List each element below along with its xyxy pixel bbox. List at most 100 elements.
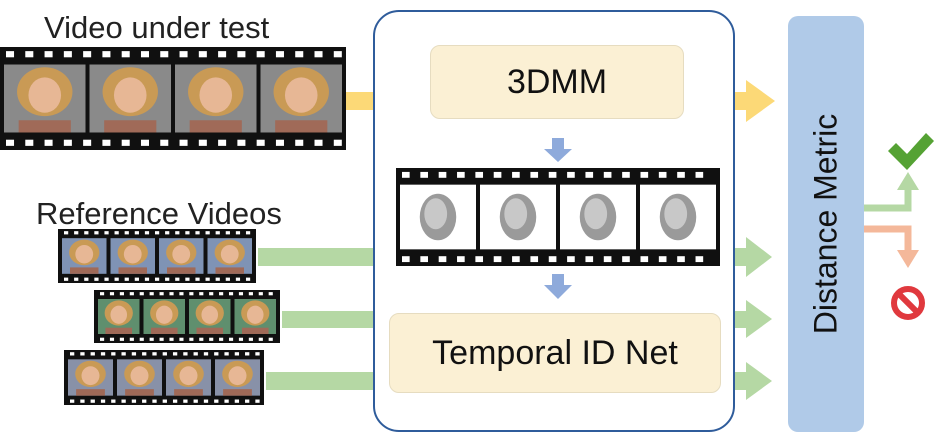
sprocket-hole [245,399,250,403]
sprocket-hole [159,337,164,341]
face [201,305,219,324]
sprocket-hole [333,51,342,58]
sprocket-hole [80,352,85,356]
face [228,366,247,386]
sprocket-hole [119,292,124,296]
sprocket-hole [248,337,253,341]
shoulders [215,267,244,274]
sprocket-hole [234,352,240,356]
module-temporal-id-net: Temporal ID Net [389,313,721,393]
face [75,244,94,264]
sprocket-hole [245,231,251,235]
sprocket-hole [102,51,111,58]
sprocket-hole [6,51,15,58]
sprocket-hole [80,399,85,403]
sprocket-hole [100,352,106,356]
sprocket-hole [199,337,204,341]
sprocket-hole [121,139,130,146]
sprocket-hole [160,139,169,146]
sprocket-hole [214,352,219,356]
sprocket-hole [121,352,126,356]
sprocket-hole [195,231,200,235]
sprocket-hole [275,139,284,146]
sprocket-hole [205,231,210,235]
sprocket-hole [149,337,154,341]
sprocket-hole [215,231,220,235]
sprocket-hole [159,292,164,296]
module-3dmm: 3DMM [430,45,684,119]
sprocket-hole [258,337,263,341]
sprocket-hole [295,51,304,58]
sprocket-hole [84,277,89,281]
sprocket-hole [333,139,342,146]
sprocket-hole [185,277,190,281]
sprocket-hole [84,231,89,235]
face [179,366,198,386]
sprocket-hole [165,277,170,281]
sprocket-hole [295,139,304,146]
sprocket-hole [140,139,150,146]
sprocket-hole [25,139,34,146]
sprocket-hole [193,399,198,403]
sprocket-hole [237,139,246,146]
shoulders [241,327,269,334]
sprocket-hole [179,337,184,341]
shoulders [105,327,133,334]
sprocket-hole [121,51,130,58]
sprocket-hole [314,51,323,58]
reference-filmstrip-1 [58,229,256,283]
sprocket-hole [228,337,234,341]
sprocket-hole [104,277,109,281]
reference-filmstrip-3 [64,350,264,405]
sprocket-hole [100,399,106,403]
accept-arrow-head [897,172,919,190]
sprocket-hole [219,337,224,341]
shoulders [18,120,71,133]
face [246,305,264,324]
reject-arrow-head [897,250,919,268]
shoulders [118,267,147,274]
sprocket-hole [109,337,115,341]
sprocket-hole [224,399,229,403]
sprocket-hole [245,352,250,356]
sprocket-hole [179,51,188,58]
sprocket-hole [25,51,34,58]
sprocket-hole [44,139,53,146]
sprocket-hole [152,399,157,403]
face [172,244,191,264]
sprocket-hole [314,139,323,146]
sprocket-hole [144,277,150,281]
sprocket-hole [209,292,214,296]
sprocket-hole [119,337,124,341]
sprocket-hole [165,231,170,235]
sprocket-hole [268,292,273,296]
sprocket-hole [131,399,137,403]
shoulders [104,120,157,133]
sprocket-hole [74,231,79,235]
face [113,77,147,113]
sprocket-hole [144,231,150,235]
sprocket-hole [193,352,198,356]
face [130,366,149,386]
sprocket-hole [198,51,207,58]
face [28,77,62,113]
reject-arrow [864,225,912,252]
sprocket-hole [83,139,92,146]
shoulders [76,389,105,396]
face [81,366,100,386]
sprocket-hole [198,139,207,146]
shoulders [223,389,252,396]
shoulders [167,267,196,274]
sprocket-hole [248,292,253,296]
sprocket-hole [183,352,188,356]
sprocket-hole [104,231,109,235]
sprocket-hole [139,292,144,296]
sprocket-hole [111,399,116,403]
sprocket-hole [255,352,260,356]
sprocket-hole [199,292,204,296]
shoulders [125,389,154,396]
sprocket-hole [121,399,126,403]
checkmark-icon [888,133,934,170]
